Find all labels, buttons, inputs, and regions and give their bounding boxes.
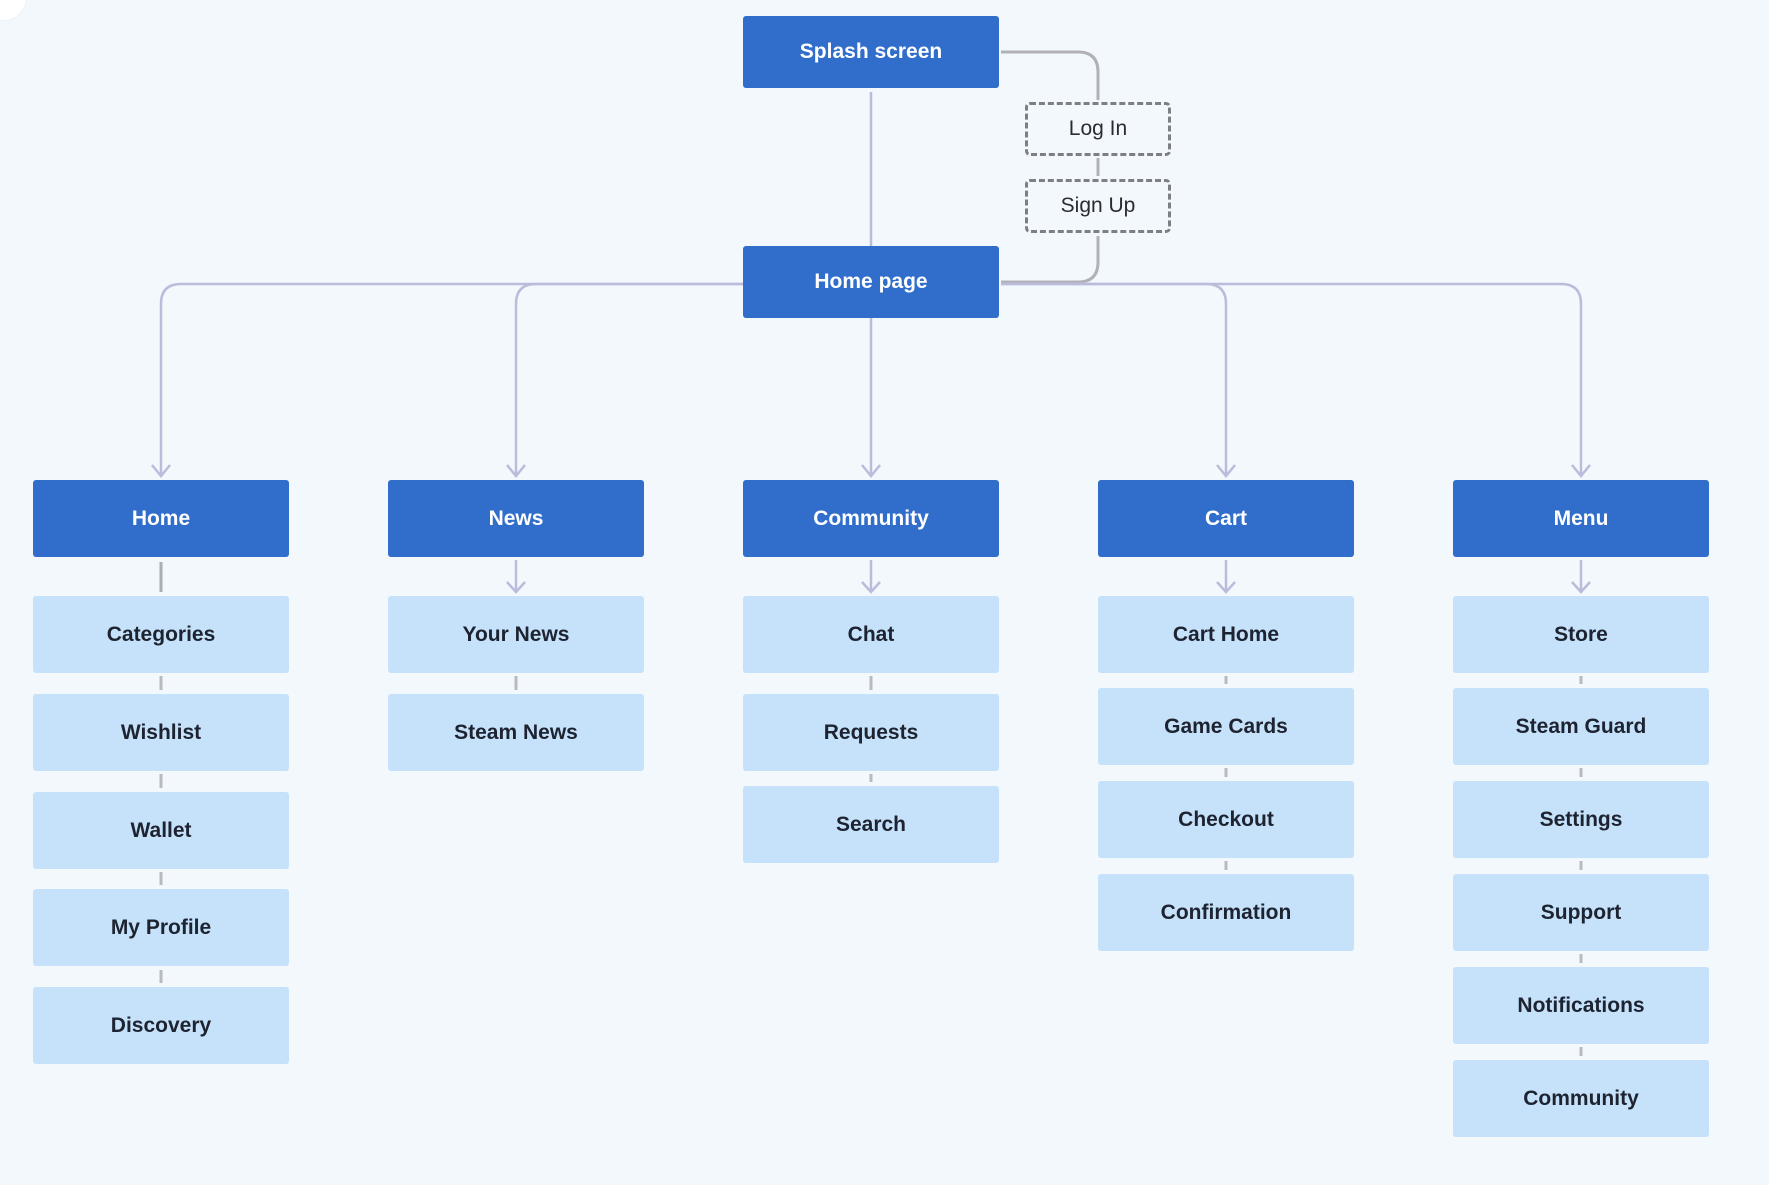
- splash-screen-node: Splash screen: [743, 16, 999, 88]
- arrowhead-menu: [1571, 464, 1591, 478]
- arrowhead-news: [506, 464, 526, 478]
- arrowhead-home: [151, 464, 171, 478]
- connector-branch-menu: [1001, 282, 1583, 474]
- item-chat: Chat: [743, 596, 999, 673]
- connector-splash-login: [1001, 50, 1100, 100]
- section-news: News: [388, 480, 644, 557]
- arrowhead-cart: [1216, 464, 1236, 478]
- item-confirmation: Confirmation: [1098, 874, 1354, 951]
- arrow-menu-first: [1571, 560, 1591, 594]
- connector-branch-news: [514, 282, 743, 474]
- item-checkout: Checkout: [1098, 781, 1354, 858]
- item-your-news: Your News: [388, 596, 644, 673]
- section-menu: Menu: [1453, 480, 1709, 557]
- corner-decoration: [0, 0, 26, 20]
- item-notifications: Notifications: [1453, 967, 1709, 1044]
- login-node: Log In: [1025, 102, 1171, 156]
- item-menu-community: Community: [1453, 1060, 1709, 1137]
- connector-branch-cart: [1001, 282, 1228, 474]
- item-requests: Requests: [743, 694, 999, 771]
- item-steam-guard: Steam Guard: [1453, 688, 1709, 765]
- section-cart: Cart: [1098, 480, 1354, 557]
- item-categories: Categories: [33, 596, 289, 673]
- item-search: Search: [743, 786, 999, 863]
- section-community: Community: [743, 480, 999, 557]
- item-cart-home: Cart Home: [1098, 596, 1354, 673]
- item-discovery: Discovery: [33, 987, 289, 1064]
- arrow-community-first: [861, 560, 881, 594]
- item-wallet: Wallet: [33, 792, 289, 869]
- item-game-cards: Game Cards: [1098, 688, 1354, 765]
- item-my-profile: My Profile: [33, 889, 289, 966]
- arrowhead-community: [861, 464, 881, 478]
- connector-signup-home: [1001, 236, 1100, 284]
- item-settings: Settings: [1453, 781, 1709, 858]
- section-home: Home: [33, 480, 289, 557]
- item-support: Support: [1453, 874, 1709, 951]
- item-wishlist: Wishlist: [33, 694, 289, 771]
- arrow-cart-first: [1216, 560, 1236, 594]
- item-steam-news: Steam News: [388, 694, 644, 771]
- arrow-news-first: [506, 560, 526, 594]
- home-page-node: Home page: [743, 246, 999, 318]
- signup-node: Sign Up: [1025, 179, 1171, 233]
- connector-branch-home: [159, 282, 743, 474]
- item-store: Store: [1453, 596, 1709, 673]
